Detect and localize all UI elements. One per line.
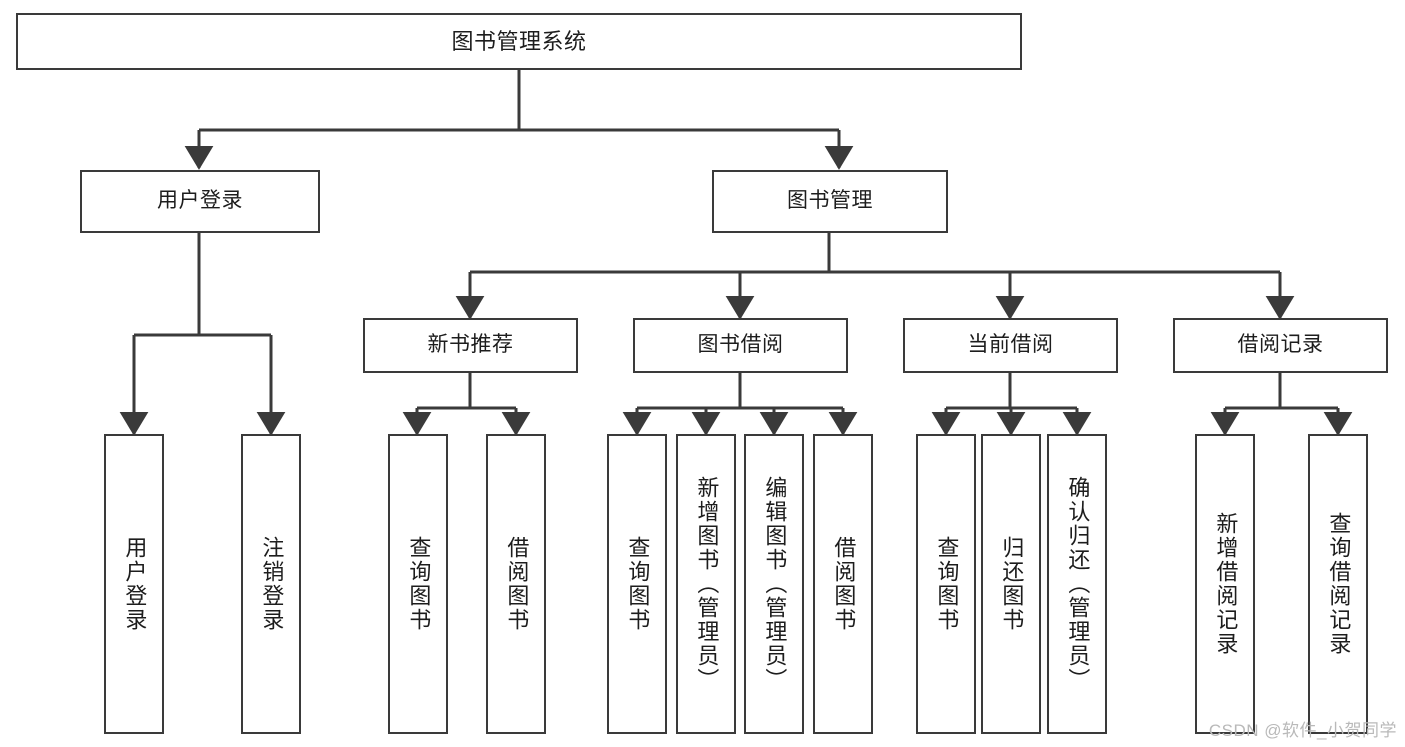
node-book-manage-label: 图书管理 bbox=[787, 189, 873, 213]
node-leaf-return-book[interactable]: 归还图书 bbox=[981, 434, 1041, 734]
node-borrow-record[interactable]: 借阅记录 bbox=[1173, 318, 1388, 373]
node-new-book-recommend-label: 新书推荐 bbox=[427, 333, 514, 357]
node-book-borrow-label: 图书借阅 bbox=[697, 333, 784, 357]
node-new-book-recommend[interactable]: 新书推荐 bbox=[363, 318, 578, 373]
node-leaf-add-book-label: 新增图书（管理员） bbox=[694, 476, 720, 692]
node-leaf-confirm-return-label: 确认归还（管理员） bbox=[1065, 476, 1091, 692]
node-leaf-borrow-book-1-label: 借阅图书 bbox=[504, 536, 530, 632]
node-leaf-logout-login-label: 注销登录 bbox=[259, 536, 285, 632]
node-leaf-query-book-1-label: 查询图书 bbox=[406, 536, 432, 632]
node-leaf-edit-book-label: 编辑图书（管理员） bbox=[762, 476, 788, 692]
node-borrow-record-label: 借阅记录 bbox=[1237, 333, 1324, 357]
node-leaf-query-book-3[interactable]: 查询图书 bbox=[916, 434, 976, 734]
node-leaf-user-login-label: 用户登录 bbox=[122, 536, 148, 632]
csdn-watermark: CSDN @软件_小贺同学 bbox=[1208, 721, 1397, 740]
node-user-login-label: 用户登录 bbox=[157, 189, 243, 213]
node-leaf-query-book-1[interactable]: 查询图书 bbox=[388, 434, 448, 734]
node-leaf-edit-book[interactable]: 编辑图书（管理员） bbox=[744, 434, 804, 734]
node-leaf-user-login[interactable]: 用户登录 bbox=[104, 434, 164, 734]
node-leaf-add-book[interactable]: 新增图书（管理员） bbox=[676, 434, 736, 734]
node-current-borrow[interactable]: 当前借阅 bbox=[903, 318, 1118, 373]
node-leaf-query-book-2[interactable]: 查询图书 bbox=[607, 434, 667, 734]
node-leaf-query-book-3-label: 查询图书 bbox=[934, 536, 960, 632]
node-user-login[interactable]: 用户登录 bbox=[80, 170, 320, 233]
node-leaf-add-record-label: 新增借阅记录 bbox=[1213, 512, 1239, 656]
node-leaf-borrow-book-2-label: 借阅图书 bbox=[831, 536, 857, 632]
node-root[interactable]: 图书管理系统 bbox=[16, 13, 1022, 70]
node-leaf-borrow-book-2[interactable]: 借阅图书 bbox=[813, 434, 873, 734]
node-leaf-logout-login[interactable]: 注销登录 bbox=[241, 434, 301, 734]
node-leaf-query-record[interactable]: 查询借阅记录 bbox=[1308, 434, 1368, 734]
node-leaf-confirm-return[interactable]: 确认归还（管理员） bbox=[1047, 434, 1107, 734]
node-current-borrow-label: 当前借阅 bbox=[967, 333, 1054, 357]
node-leaf-query-book-2-label: 查询图书 bbox=[625, 536, 651, 632]
node-root-label: 图书管理系统 bbox=[451, 28, 587, 54]
node-leaf-add-record[interactable]: 新增借阅记录 bbox=[1195, 434, 1255, 734]
node-leaf-borrow-book-1[interactable]: 借阅图书 bbox=[486, 434, 546, 734]
node-book-borrow[interactable]: 图书借阅 bbox=[633, 318, 848, 373]
node-leaf-query-record-label: 查询借阅记录 bbox=[1326, 512, 1352, 656]
node-book-manage[interactable]: 图书管理 bbox=[712, 170, 948, 233]
node-leaf-return-book-label: 归还图书 bbox=[999, 536, 1025, 632]
